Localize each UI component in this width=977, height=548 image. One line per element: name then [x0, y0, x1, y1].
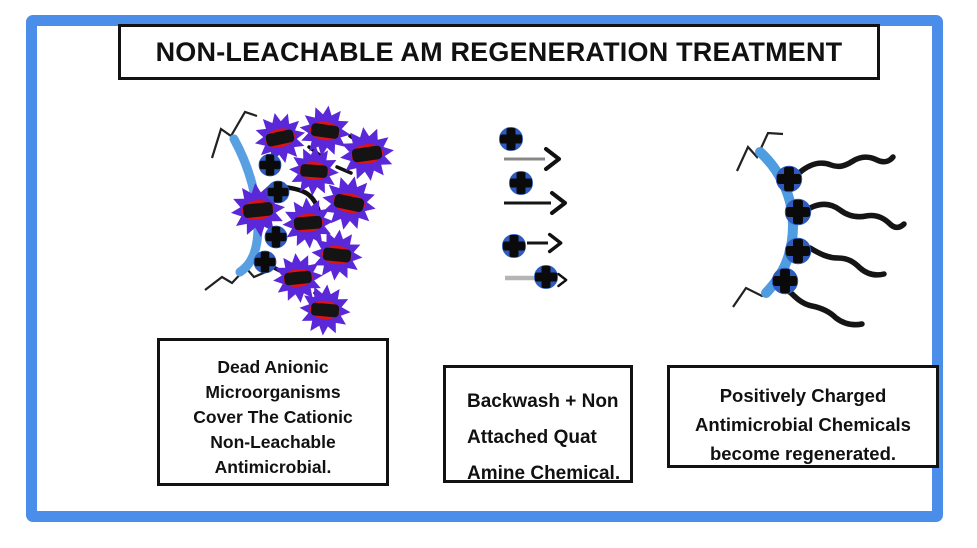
cationic-charge-icon: [534, 265, 558, 289]
antimicrobial-chain-icon: [807, 245, 887, 278]
caption-backwash-quat: Backwash + Non Attached Quat Amine Chemi…: [443, 365, 633, 484]
caption-line: Non-Leachable: [210, 432, 336, 452]
caption-line: Positively Charged: [719, 385, 887, 406]
page-title: NON-LEACHABLE AM REGENERATION TREATMENT: [155, 36, 843, 67]
backwash-flow-arrow-icon: [547, 232, 563, 254]
antimicrobial-chain-icon: [807, 201, 907, 231]
cationic-charge-icon: [253, 250, 277, 274]
caption-line: Backwash + Non: [467, 391, 619, 412]
left-panel-graphic: [204, 102, 398, 338]
caption-line: become regenerated.: [709, 443, 897, 464]
caption-line: Antimicrobial.: [214, 457, 332, 477]
cationic-charge-icon: [771, 267, 799, 295]
antimicrobial-chain-icon: [335, 165, 353, 175]
caption-line: Cover The Cationic: [193, 407, 353, 427]
surface-bond-icon: [736, 131, 784, 172]
cationic-charge-icon: [258, 153, 282, 177]
antimicrobial-chain-icon: [796, 154, 896, 176]
caption-line: Attached Quat: [467, 427, 597, 448]
cationic-charge-icon: [502, 234, 526, 258]
backwash-flow-arrow-icon: [550, 191, 567, 215]
cationic-charge-icon: [264, 225, 288, 249]
caption-line: Dead Anionic: [217, 357, 329, 377]
caption-dead-microorganisms: Dead Anionic Microorganisms Cover The Ca…: [157, 338, 389, 486]
title-box: NON-LEACHABLE AM REGENERATION TREATMENT: [118, 24, 880, 80]
right-panel-graphic: [732, 131, 907, 328]
caption-line: Microorganisms: [205, 382, 341, 402]
caption-line: Antimicrobial Chemicals: [695, 414, 911, 435]
middle-panel-graphic: [499, 127, 568, 289]
cationic-charge-icon: [775, 165, 803, 193]
cationic-charge-icon: [784, 198, 812, 226]
caption-regenerated-chemicals: Positively Charged Antimicrobial Chemica…: [667, 365, 939, 468]
cationic-charge-icon: [266, 180, 290, 204]
cationic-charge-icon: [509, 171, 533, 195]
cationic-charge-icon: [499, 127, 523, 151]
backwash-flow-arrow-icon: [557, 272, 568, 288]
antimicrobial-chain-icon: [785, 287, 865, 328]
backwash-flow-arrow-icon: [544, 147, 561, 171]
caption-line: Amine Chemical.: [467, 463, 621, 484]
cationic-charge-icon: [784, 237, 812, 265]
